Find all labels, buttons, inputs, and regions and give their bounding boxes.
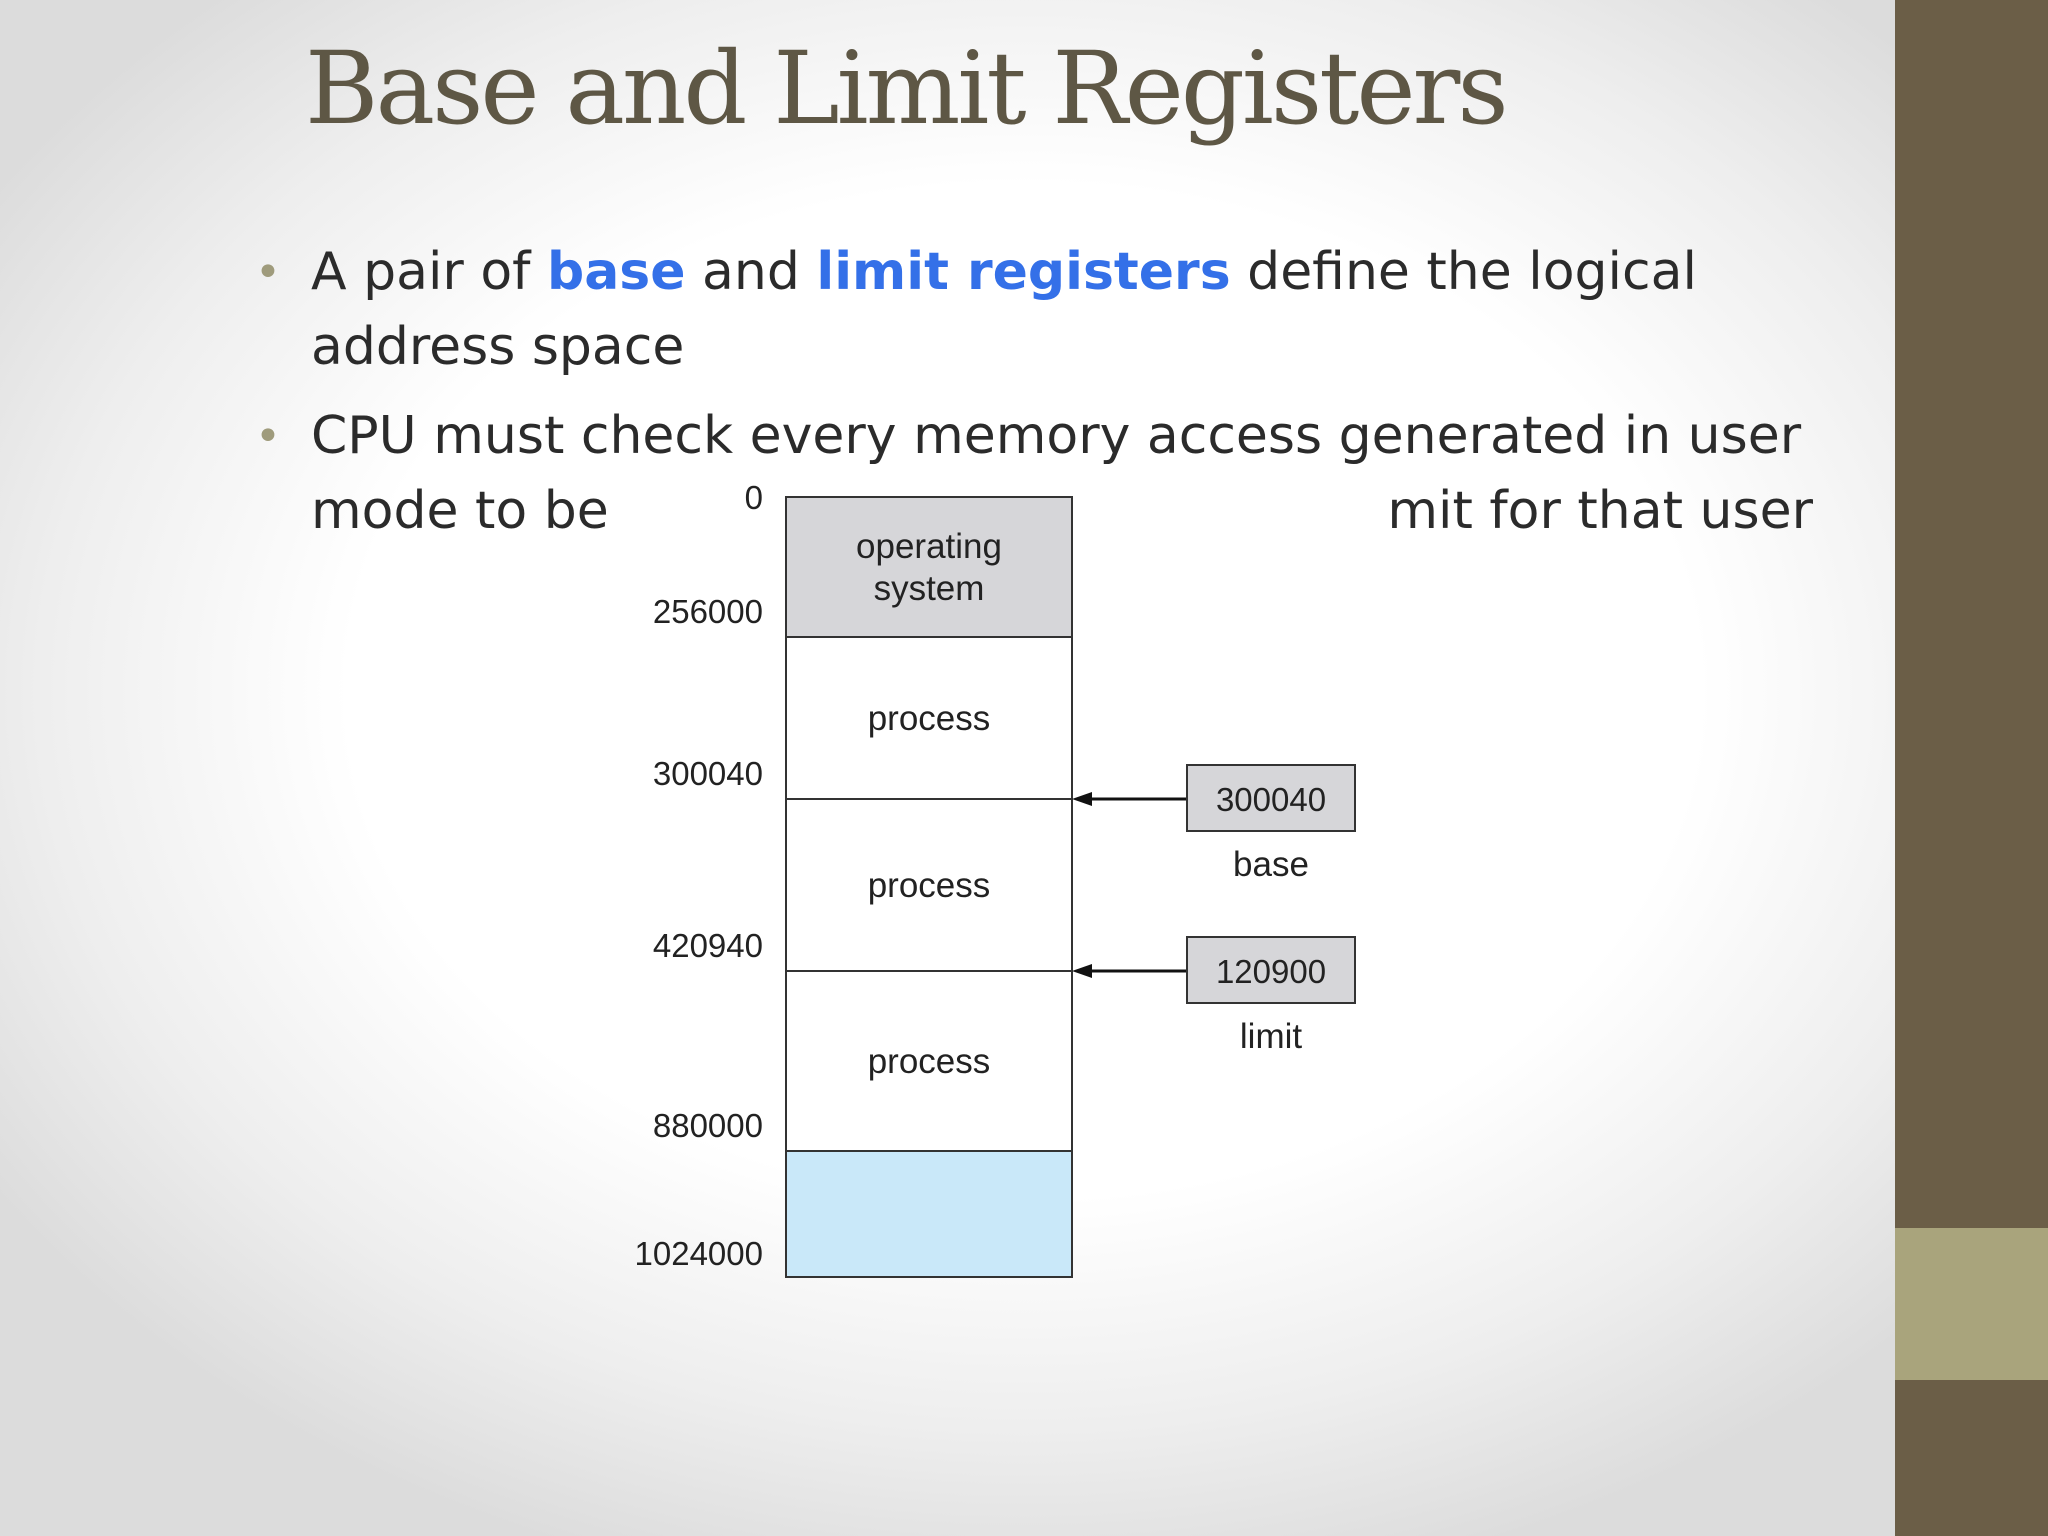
address-label: 256000 (653, 593, 763, 630)
registers: 300040 base 120900 limit (1072, 764, 1356, 1056)
highlight-term: limit registers (816, 242, 1231, 302)
memory-segment (785, 798, 1073, 972)
bullet-dot: • (255, 411, 281, 462)
memory-segment (785, 496, 1073, 638)
segment-label: process (868, 1042, 991, 1081)
register-box (1186, 764, 1356, 832)
address-labels: 0 256000 300040 420940 880000 1024000 (635, 479, 763, 1272)
register-value: 300040 (1216, 781, 1326, 818)
memory-segment (785, 636, 1073, 800)
segment-label: process (868, 699, 991, 738)
memory-segment (785, 970, 1073, 1152)
address-label: 300040 (653, 755, 763, 792)
register-value: 120900 (1216, 953, 1326, 990)
address-label: 880000 (653, 1107, 763, 1144)
arrow-head (1072, 964, 1092, 978)
bullet-text: A pair of (311, 242, 547, 302)
address-label: 420940 (653, 927, 763, 964)
register-name: base (1233, 845, 1309, 884)
segment-label: process (868, 866, 991, 905)
bullet-item: • A pair of base and limit registers defi… (255, 235, 1815, 385)
slide-title: Base and Limit Registers (305, 30, 1509, 147)
side-bar-accent (1895, 1228, 2048, 1380)
highlight-term: base (546, 242, 686, 302)
bullet-text: and (685, 242, 817, 302)
bullet-text: CPU must check every memory access gener… (311, 406, 1802, 541)
bullet-dot: • (255, 247, 281, 298)
arrow-head (1072, 792, 1092, 806)
register-box (1186, 936, 1356, 1004)
bullet-text: mit for that user (1387, 481, 1813, 541)
address-label: 1024000 (635, 1235, 763, 1272)
bullet-item: • CPU must check every memory access gene… (255, 399, 1815, 549)
address-label: 0 (745, 479, 763, 516)
memory-segment (785, 1150, 1073, 1278)
register-name: limit (1240, 1017, 1302, 1056)
bullet-text: define the logical address space (311, 242, 1697, 377)
bullet-list: • A pair of base and limit registers defi… (255, 235, 1815, 563)
